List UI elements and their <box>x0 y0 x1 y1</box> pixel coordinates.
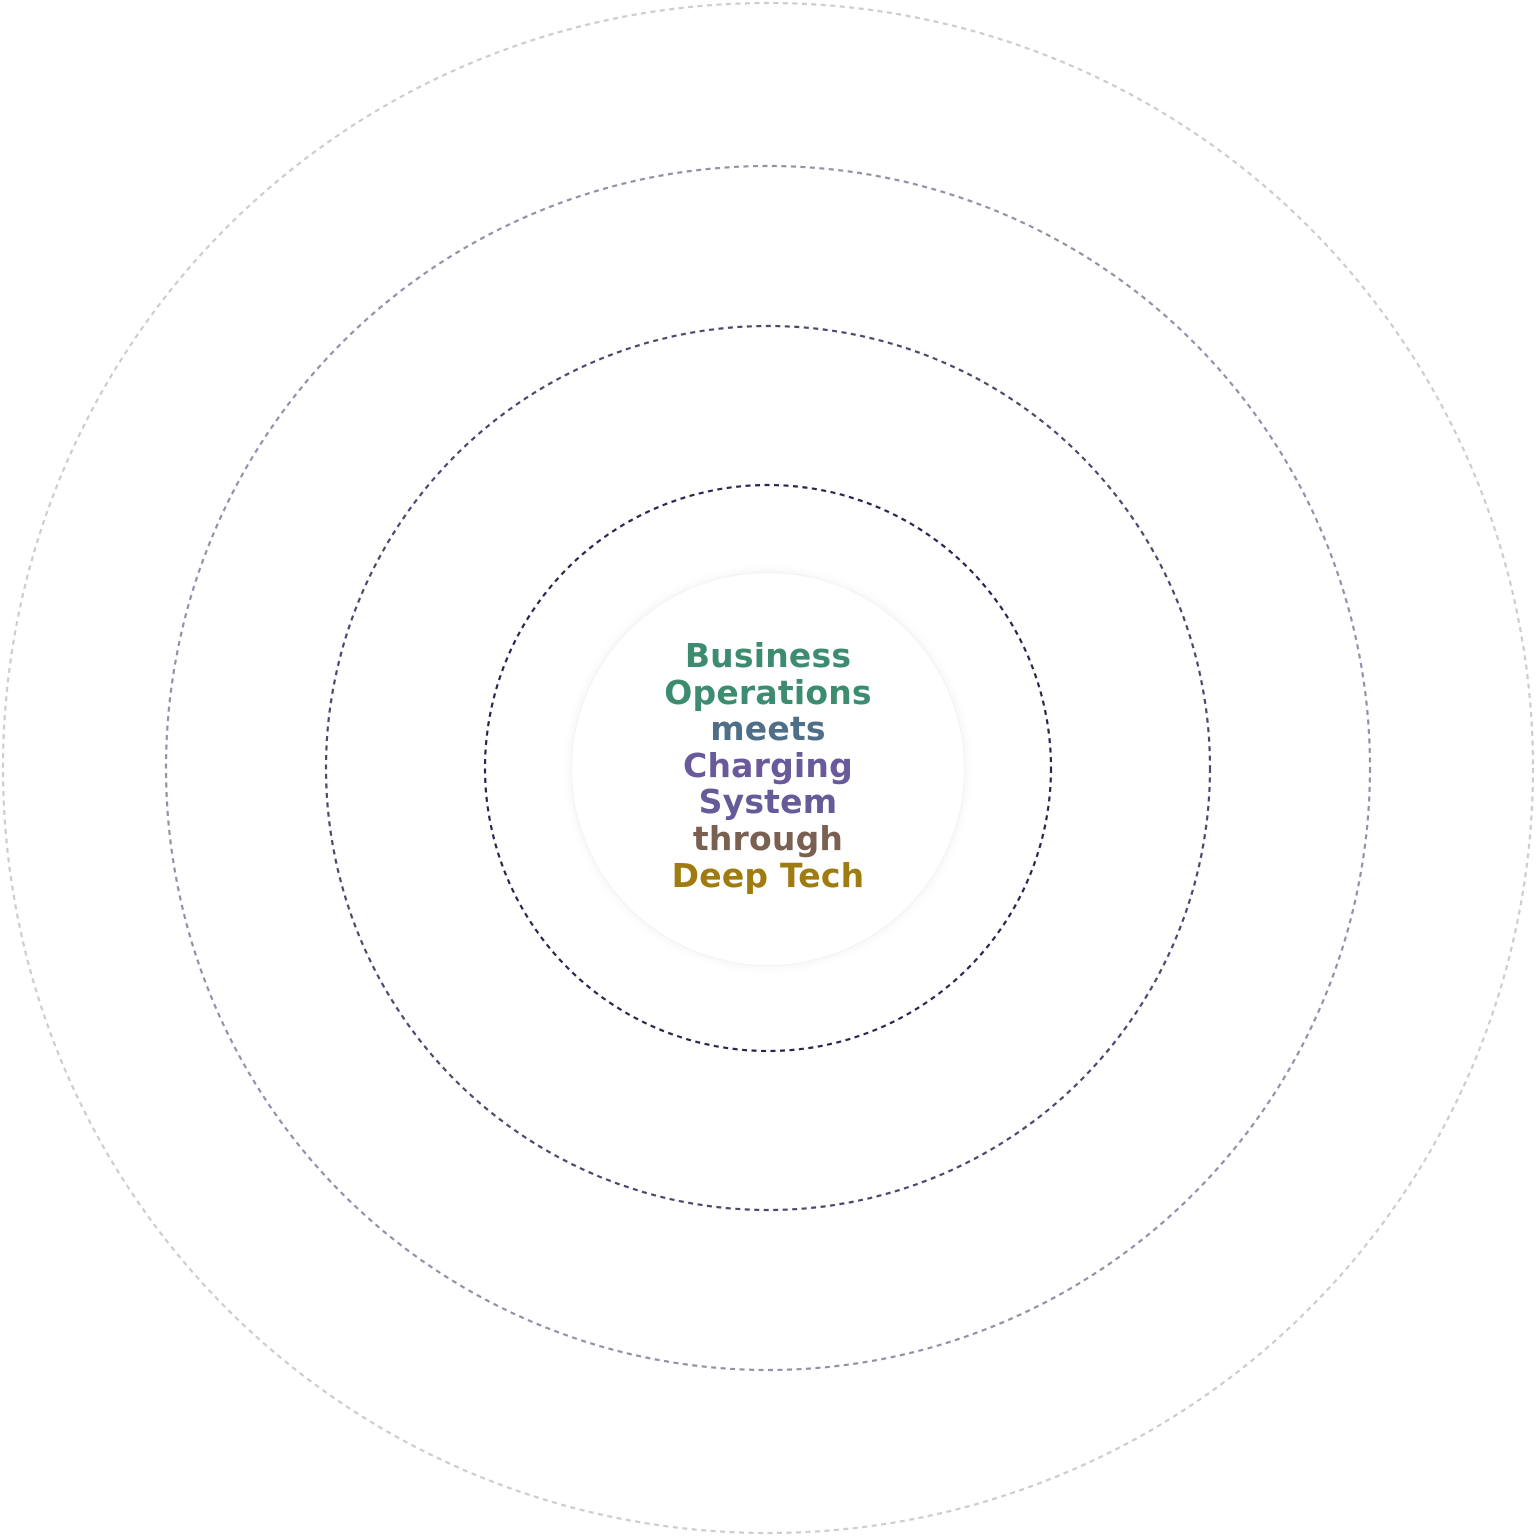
tagline-line: Charging <box>683 745 853 785</box>
center-tagline: Business Operations meets Charging Syste… <box>568 636 968 895</box>
tagline-line: Operations <box>664 672 872 712</box>
ring-3 <box>164 164 1372 1372</box>
ring-2 <box>324 324 1212 1212</box>
center-circle <box>572 573 964 965</box>
tagline-line: Business <box>684 636 852 675</box>
tagline-line: System <box>698 782 838 822</box>
tagline-line: through <box>692 818 844 858</box>
tagline-line: meets <box>710 709 826 749</box>
tagline-line: Deep Tech <box>671 855 865 895</box>
ring-1 <box>483 483 1053 1053</box>
